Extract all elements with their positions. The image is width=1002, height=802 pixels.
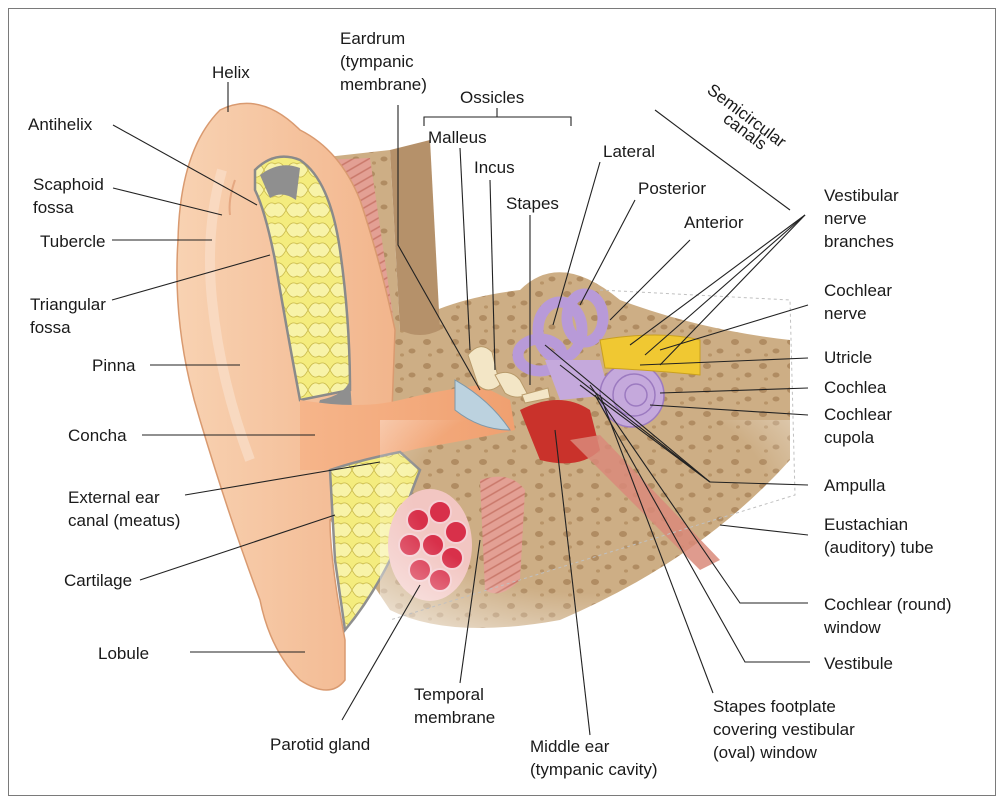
- label-vestibule: Vestibule: [824, 654, 893, 673]
- label-cochlear-nerve-2: nerve: [824, 304, 867, 323]
- label-incus: Incus: [474, 158, 515, 177]
- label-external-1: External ear: [68, 488, 160, 507]
- label-cartilage: Cartilage: [64, 571, 132, 590]
- label-temporal-1: Temporal: [414, 685, 484, 704]
- label-ossicles: Ossicles: [460, 88, 524, 107]
- label-eustachian-2: (auditory) tube: [824, 538, 934, 557]
- label-ampulla: Ampulla: [824, 476, 886, 495]
- label-round-2: window: [823, 618, 881, 637]
- label-cochlear-nerve-1: Cochlear: [824, 281, 892, 300]
- label-anterior: Anterior: [684, 213, 744, 232]
- label-lateral: Lateral: [603, 142, 655, 161]
- label-eardrum-1: Eardrum: [340, 29, 405, 48]
- label-triangular-1: Triangular: [30, 295, 106, 314]
- label-external-2: canal (meatus): [68, 511, 180, 530]
- label-stapes: Stapes: [506, 194, 559, 213]
- label-scaphoid-1: Scaphoid: [33, 175, 104, 194]
- label-stapes-fp-2: covering vestibular: [713, 720, 855, 739]
- label-eardrum-2: (tympanic: [340, 52, 414, 71]
- label-triangular-2: fossa: [30, 318, 71, 337]
- label-eustachian-1: Eustachian: [824, 515, 908, 534]
- label-antihelix: Antihelix: [28, 115, 93, 134]
- label-parotid: Parotid gland: [270, 735, 370, 754]
- label-vestibular-3: branches: [824, 232, 894, 251]
- label-vestibular-2: nerve: [824, 209, 867, 228]
- label-tubercle: Tubercle: [40, 232, 106, 251]
- label-pinna: Pinna: [92, 356, 136, 375]
- label-eardrum-3: membrane): [340, 75, 427, 94]
- label-round-1: Cochlear (round): [824, 595, 952, 614]
- label-middle-2: (tympanic cavity): [530, 760, 658, 779]
- label-scaphoid-2: fossa: [33, 198, 74, 217]
- label-cupola-2: cupola: [824, 428, 875, 447]
- label-concha: Concha: [68, 426, 127, 445]
- label-helix: Helix: [212, 63, 250, 82]
- label-middle-1: Middle ear: [530, 737, 610, 756]
- label-lobule: Lobule: [98, 644, 149, 663]
- label-cupola-1: Cochlear: [824, 405, 892, 424]
- label-stapes-fp-1: Stapes footplate: [713, 697, 836, 716]
- label-cochlea: Cochlea: [824, 378, 887, 397]
- label-stapes-fp-3: (oval) window: [713, 743, 818, 762]
- label-utricle: Utricle: [824, 348, 872, 367]
- label-malleus: Malleus: [428, 128, 487, 147]
- label-temporal-2: membrane: [414, 708, 495, 727]
- label-vestibular-1: Vestibular: [824, 186, 899, 205]
- label-posterior: Posterior: [638, 179, 706, 198]
